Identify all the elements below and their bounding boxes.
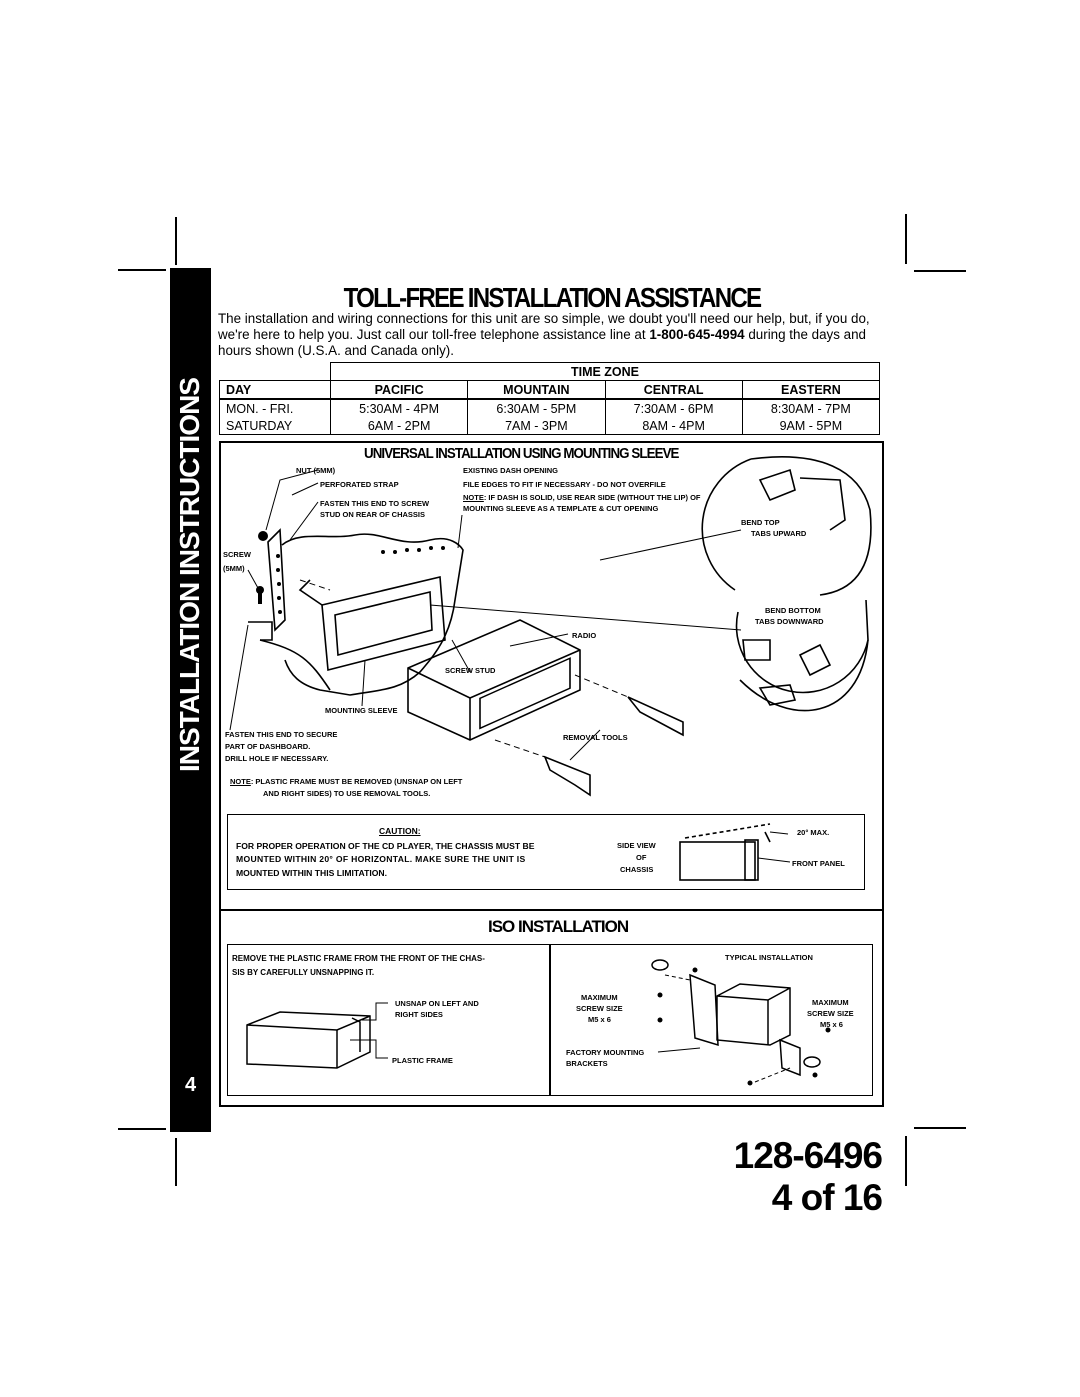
time-zone-table: TIME ZONE DAY PACIFIC MOUNTAIN CENTRAL E… — [219, 362, 881, 435]
caution-line-3: MOUNTED WITHIN THIS LIMITATION. — [236, 868, 388, 878]
label-screw: SCREW — [223, 550, 251, 559]
iso-installation-heading: ISO INSTALLATION — [488, 917, 629, 936]
label-file-edges: FILE EDGES TO FIT IF NECESSARY - DO NOT … — [463, 480, 666, 489]
label-perforated-strap: PERFORATED STRAP — [320, 480, 399, 489]
label-max-right-2: SCREW SIZE — [807, 1009, 854, 1018]
label-screw-stud: SCREW STUD — [445, 666, 496, 675]
label-max-left-2: SCREW SIZE — [576, 1004, 623, 1013]
label-fasten-dash-1: FASTEN THIS END TO SECURE — [225, 730, 338, 739]
column-header-pacific: PACIFIC — [329, 380, 469, 400]
label-side-view-2: OF — [636, 853, 647, 862]
table-row: SATURDAY 6AM - 2PM 7AM - 3PM 8AM - 4PM 9… — [219, 417, 881, 435]
crop-mark — [905, 214, 907, 264]
iso-left-box — [227, 944, 551, 1096]
crop-mark — [914, 270, 966, 272]
label-fasten-screw-1: FASTEN THIS END TO SCREW — [320, 499, 430, 508]
label-max-right-1: MAXIMUM — [812, 998, 849, 1007]
iso-instruction-2: SIS BY CAREFULLY UNSNAPPING IT. — [232, 968, 375, 977]
crop-mark — [905, 1136, 907, 1186]
iso-installation-panel — [219, 909, 884, 1107]
label-frame-note-2: AND RIGHT SIDES) TO USE REMOVAL TOOLS. — [263, 789, 431, 798]
label-unsnap-1: UNSNAP ON LEFT AND — [395, 999, 479, 1008]
label-dash-opening: EXISTING DASH OPENING — [463, 466, 559, 475]
label-brackets-1: FACTORY MOUNTING — [566, 1048, 645, 1057]
sidebar-band — [170, 268, 211, 1132]
sidebar-page-number: 4 — [184, 1074, 197, 1096]
label-fasten-dash-2: PART OF DASHBOARD. — [225, 742, 311, 751]
column-header-central: CENTRAL — [604, 380, 743, 400]
label-bend-bottom-2: TABS DOWNWARD — [755, 617, 824, 626]
iso-instruction-1: REMOVE THE PLASTIC FRAME FROM THE FRONT … — [232, 954, 485, 963]
label-front-panel: FRONT PANEL — [792, 859, 845, 868]
label-radio: RADIO — [572, 631, 597, 640]
label-frame-note-1: NOTE: PLASTIC FRAME MUST BE REMOVED (UNS… — [230, 777, 463, 786]
crop-mark — [175, 217, 177, 265]
universal-installation-heading: UNIVERSAL INSTALLATION USING MOUNTING SL… — [364, 446, 679, 462]
label-mounting-sleeve: MOUNTING SLEEVE — [325, 706, 398, 715]
caution-title: CAUTION: — [379, 826, 421, 836]
label-unsnap-2: RIGHT SIDES — [395, 1010, 443, 1019]
crop-mark — [175, 1138, 177, 1186]
caution-line-1: FOR PROPER OPERATION OF THE CD PLAYER, T… — [236, 841, 535, 851]
label-dash-note-1: NOTE: IF DASH IS SOLID, USE REAR SIDE (W… — [463, 493, 701, 502]
column-header-eastern: EASTERN — [741, 380, 881, 400]
label-brackets-2: BRACKETS — [566, 1059, 608, 1068]
label-typical-installation: TYPICAL INSTALLATION — [725, 953, 813, 962]
label-fasten-screw-2: STUD ON REAR OF CHASSIS — [320, 510, 426, 519]
crop-mark — [118, 269, 166, 271]
label-max-left-3: M5 x 6 — [588, 1015, 611, 1024]
caution-box — [227, 814, 865, 890]
label-bend-top-2: TABS UPWARD — [751, 529, 807, 538]
phone-number: 1-800-645-4994 — [649, 327, 745, 342]
caution-line-2: MOUNTED WITHIN 20° OF HORIZONTAL. MAKE S… — [236, 854, 526, 864]
label-bend-top-1: BEND TOP — [741, 518, 780, 527]
label-side-view-3: CHASSIS — [620, 865, 654, 874]
label-dash-note-2: MOUNTING SLEEVE AS A TEMPLATE & CUT OPEN… — [463, 504, 659, 513]
label-nut: NUT (5MM) — [296, 466, 336, 475]
page-title: TOLL-FREE INSTALLATION ASSISTANCE — [343, 282, 763, 313]
label-screw-size: (5MM) — [223, 564, 245, 573]
column-header-mountain: MOUNTAIN — [467, 380, 606, 400]
label-removal-tools: REMOVAL TOOLS — [563, 733, 628, 742]
column-header-day: DAY — [219, 380, 331, 400]
label-plastic-frame: PLASTIC FRAME — [392, 1056, 453, 1065]
iso-right-box — [549, 944, 873, 1096]
table-row: MON. - FRI. 5:30AM - 4PM 6:30AM - 5PM 7:… — [219, 399, 881, 417]
label-max-left-1: MAXIMUM — [581, 993, 618, 1002]
crop-mark — [914, 1127, 966, 1129]
label-side-view-1: SIDE VIEW — [617, 841, 656, 850]
label-bend-bottom-1: BEND BOTTOM — [765, 606, 821, 615]
time-zone-header: TIME ZONE — [330, 362, 880, 381]
crop-mark — [118, 1128, 166, 1130]
label-angle: 20° MAX. — [797, 828, 830, 837]
intro-paragraph: The installation and wiring connections … — [218, 311, 870, 358]
label-fasten-dash-3: DRILL HOLE IF NECESSARY. — [225, 754, 329, 763]
document-page: 4 of 16 — [771, 1177, 883, 1218]
document-number: 128-6496 — [733, 1135, 883, 1176]
label-max-right-3: M5 x 6 — [820, 1020, 843, 1029]
